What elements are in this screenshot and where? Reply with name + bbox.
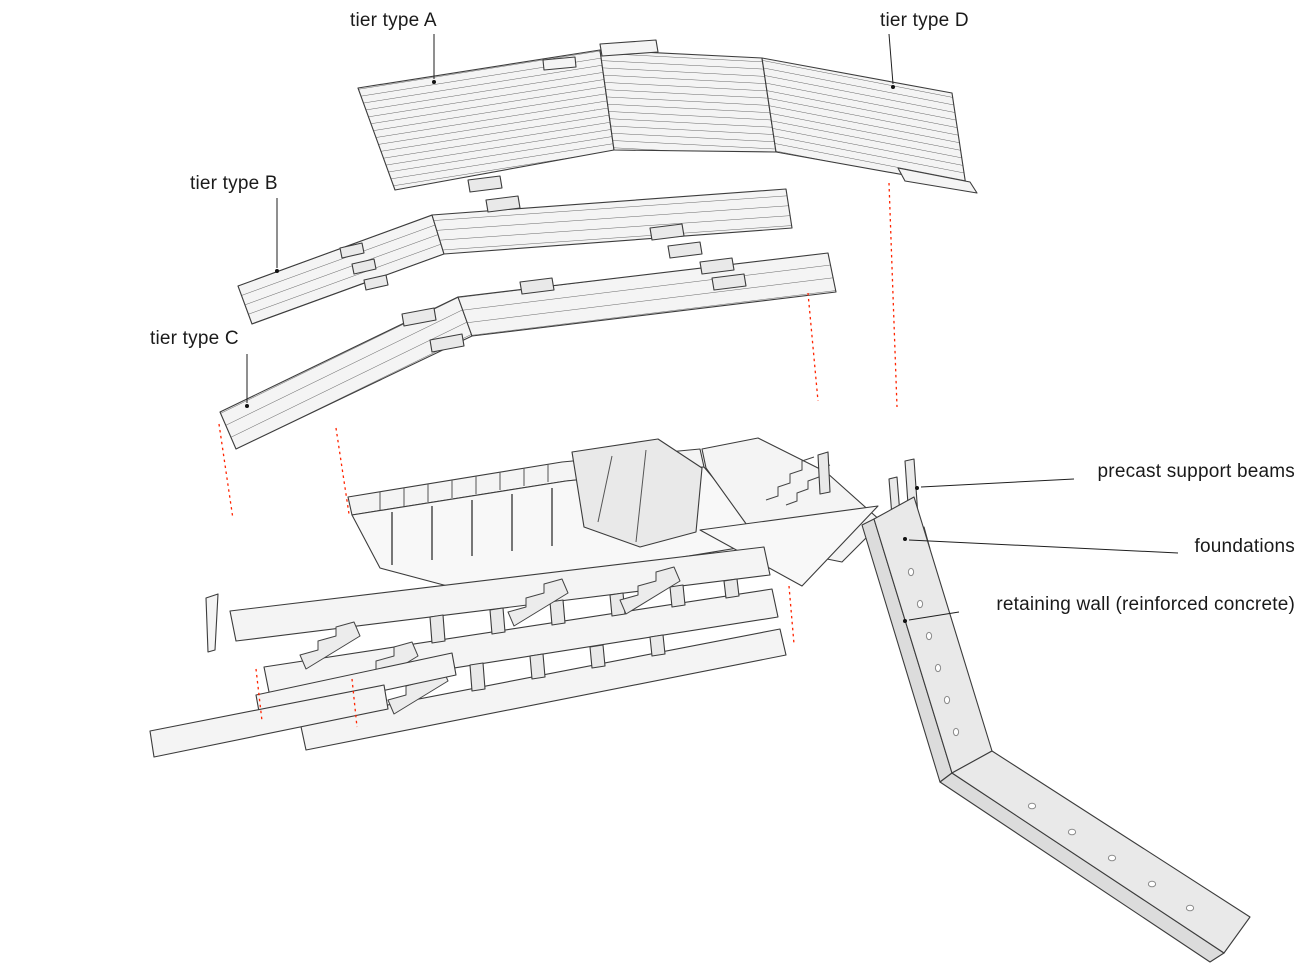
- connector-block: [467, 175, 503, 193]
- leader-dot: [891, 85, 895, 89]
- top-small-block: [542, 56, 577, 71]
- retaining-wall: [861, 496, 1251, 963]
- projection-line: [788, 585, 795, 645]
- projection-line: [807, 292, 819, 402]
- label-precast-support-beams: precast support beams: [1097, 461, 1295, 482]
- joist: [429, 614, 446, 644]
- joist: [669, 584, 686, 608]
- tier-a-d-assembly: [357, 39, 978, 194]
- leader-foundations: [908, 539, 1179, 554]
- anchor-hole: [1067, 828, 1077, 836]
- retaining-wall-footing-lower: [939, 772, 1225, 963]
- leader-dot: [903, 537, 907, 541]
- label-tier-type-d: tier type D: [880, 10, 969, 31]
- stair-piece: [619, 566, 681, 615]
- connector-block: [485, 195, 521, 213]
- step-block: [351, 258, 377, 275]
- projection-line: [351, 678, 358, 728]
- leader-dot: [432, 80, 436, 84]
- tier-a-band: [357, 49, 615, 191]
- anchor-hole: [934, 663, 942, 673]
- terrace-band-lower: [299, 628, 787, 751]
- anchor-hole: [1147, 880, 1157, 888]
- step-block: [339, 242, 365, 259]
- connector-block: [519, 277, 555, 295]
- bracket: [817, 451, 831, 495]
- anchor-hole: [1107, 854, 1117, 862]
- projection-line: [218, 423, 234, 520]
- edge-strip: [149, 684, 389, 758]
- anchor-hole: [1027, 802, 1037, 810]
- label-tier-type-b: tier type B: [190, 173, 278, 194]
- projection-line: [335, 427, 350, 515]
- joist: [609, 592, 626, 617]
- leader-dot: [275, 269, 279, 273]
- label-tier-type-a: tier type A: [350, 10, 437, 31]
- joist: [649, 634, 666, 657]
- anchor-hole: [943, 695, 951, 705]
- anchor-hole: [1185, 904, 1195, 912]
- leader-lines: [245, 33, 1179, 623]
- tier-d-tail: [897, 167, 978, 194]
- terrace-band-upper: [229, 546, 771, 642]
- connector-block: [667, 241, 703, 259]
- joist: [469, 662, 486, 692]
- step-block: [363, 274, 389, 291]
- anchor-hole: [925, 631, 933, 641]
- joist: [723, 578, 740, 599]
- connector-block: [711, 273, 747, 291]
- leader-support-beams: [920, 478, 1075, 488]
- leader-dot: [903, 619, 907, 623]
- anchor-hole: [952, 727, 960, 737]
- label-tier-type-c: tier type C: [150, 328, 239, 349]
- leader-retaining-wall: [908, 611, 960, 621]
- connector-block: [699, 257, 735, 275]
- tier-b-assembly: [237, 175, 793, 325]
- vomitory-funnel: [571, 438, 703, 548]
- projection-line: [255, 668, 263, 722]
- left-sliver: [205, 593, 219, 653]
- anchor-hole: [907, 567, 915, 577]
- tier-mid-band: [599, 49, 777, 153]
- anchor-hole: [916, 599, 924, 609]
- tier-c-band-right: [457, 252, 837, 337]
- substructure-assembly: [149, 437, 883, 758]
- tier-b-band-right: [431, 188, 793, 255]
- stair-profile: [765, 456, 815, 501]
- joist: [489, 607, 506, 635]
- leader-dot: [245, 404, 249, 408]
- tier-b-band-left: [237, 214, 445, 325]
- top-notch-block: [599, 39, 659, 57]
- stair-piece: [507, 578, 569, 627]
- projection-line: [888, 182, 898, 408]
- label-foundations: foundations: [1194, 536, 1295, 557]
- joist: [549, 599, 566, 626]
- tier-d-band: [761, 57, 967, 187]
- stair-piece: [299, 621, 361, 670]
- leader-tier-d: [888, 33, 894, 85]
- step-block: [429, 333, 465, 353]
- label-retaining-wall: retaining wall (reinforced concrete): [996, 594, 1295, 615]
- leader-dot: [915, 486, 919, 490]
- joist: [529, 653, 546, 680]
- tier-c-assembly: [219, 252, 837, 450]
- joist: [589, 644, 606, 669]
- projection-lines: [218, 182, 898, 728]
- step-block: [401, 307, 437, 327]
- connector-block: [649, 223, 685, 241]
- retaining-wall-lower: [951, 750, 1251, 954]
